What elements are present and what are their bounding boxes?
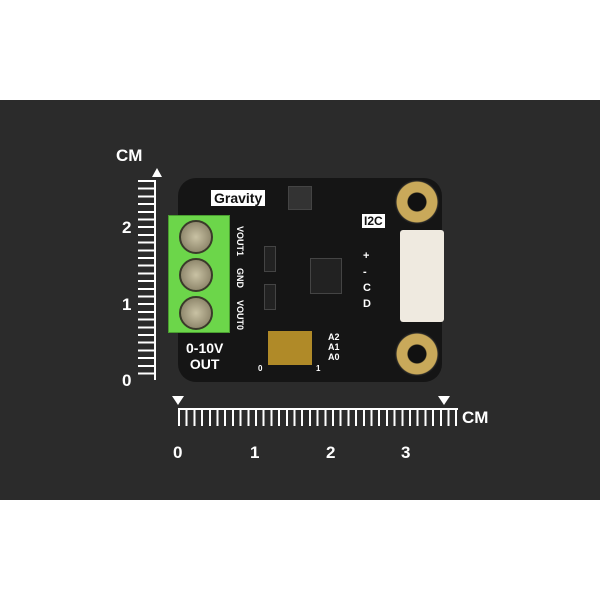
dip-label-a1: A1 [328,342,340,352]
output-range: 0-10V [186,340,224,356]
screw-icon [179,258,213,292]
horizontal-tick-3: 3 [401,443,411,462]
output-text: OUT [189,356,220,372]
interface-label: I2C [362,214,385,228]
mounting-hole [395,180,439,224]
ruler-arrow-icon [172,396,184,405]
ruler-arrow-icon [152,168,162,177]
brand-label: Gravity [211,190,266,206]
screw-icon [179,296,213,330]
address-dip-switch[interactable] [268,331,312,365]
dip-label-a2: A2 [328,332,340,342]
pin-d: D [363,298,371,310]
i2c-connector[interactable] [400,230,444,322]
screw-icon [179,220,213,254]
mounting-hole [395,332,439,376]
pin-c: C [363,282,371,294]
pin-plus: + [363,250,370,262]
pin-minus: - [363,266,367,278]
horizontal-tick-0: 0 [173,443,183,462]
dip-labels: A2 A1 A0 [328,332,340,362]
i2c-pin-labels: + - C D [363,248,371,312]
terminal-label-vout0: VOUT0 [235,300,245,331]
terminal-label-vout1: VOUT1 [235,226,245,257]
horizontal-tick-1: 1 [250,443,260,462]
dip-scale-0: 0 [258,364,263,373]
vertical-tick-1: 1 [122,295,132,314]
horizontal-ruler-unit: CM [462,408,489,427]
inductor-chip [288,186,312,210]
diode [264,246,276,272]
output-range-label: 0-10V OUT [186,340,223,372]
dip-scale-1: 1 [316,364,321,373]
terminal-label-gnd: GND [235,268,245,288]
dac-ic [310,258,342,294]
vertical-ruler-scale [138,180,156,380]
screw-terminal[interactable] [168,215,230,333]
ruler-arrow-icon [438,396,450,405]
dip-label-a0: A0 [328,352,340,362]
vertical-tick-0: 0 [122,371,132,390]
horizontal-ruler-scale [178,408,458,426]
vertical-ruler-unit: CM [116,146,143,165]
horizontal-tick-2: 2 [326,443,336,462]
vertical-tick-2: 2 [122,218,132,237]
diode [264,284,276,310]
